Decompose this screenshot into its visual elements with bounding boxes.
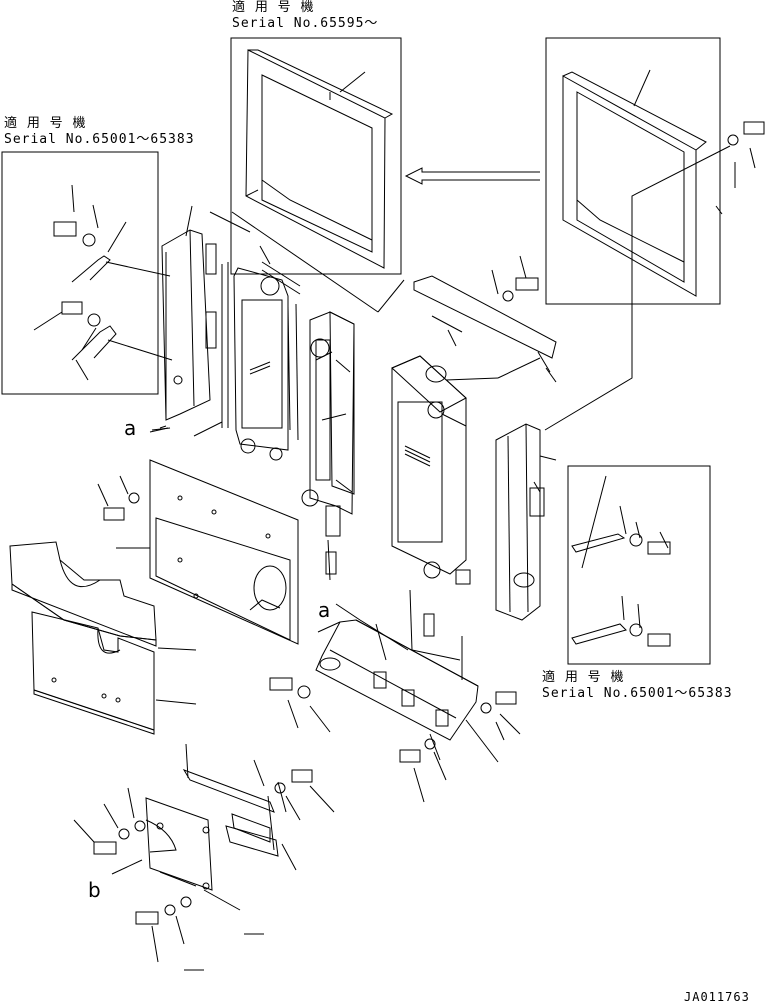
- marker-b: b: [88, 878, 101, 902]
- detail-box-top: [231, 38, 401, 274]
- marker-a-left: a: [124, 416, 137, 440]
- top-note-serial: Serial No.65595～: [232, 16, 379, 31]
- marker-arrows: [112, 428, 340, 874]
- top-note-jp: 適 用 号 機: [232, 0, 315, 15]
- left-note-serial: Serial No.65001～65383: [4, 132, 195, 147]
- left-bracket: [152, 206, 216, 430]
- seal-strips: [194, 212, 298, 440]
- left-note-jp: 適 用 号 機: [4, 116, 87, 131]
- seal-plate-lower: [32, 612, 196, 734]
- fan-guard: [74, 744, 334, 970]
- right-bracket: [496, 424, 556, 620]
- drawing-code: JA011763: [684, 990, 750, 1004]
- leader-line: [545, 146, 730, 430]
- lower-support: [316, 540, 498, 762]
- detail-box-right-top: [546, 38, 764, 304]
- lower-bolts: [270, 678, 520, 802]
- shroud-plate: [98, 460, 298, 644]
- direction-arrow: [406, 168, 540, 184]
- radiator: [392, 356, 470, 584]
- oil-cooler: [234, 246, 300, 460]
- right-note-serial: Serial No.65001～65383: [542, 686, 733, 701]
- seal-plate-upper: [10, 542, 196, 650]
- marker-a-right: a: [318, 598, 331, 622]
- detail-box-left: [2, 152, 172, 394]
- detail-box-right: [568, 466, 710, 664]
- upper-stay: [232, 212, 556, 382]
- right-note-jp: 適 用 号 機: [542, 670, 625, 685]
- aftercooler: [302, 312, 354, 536]
